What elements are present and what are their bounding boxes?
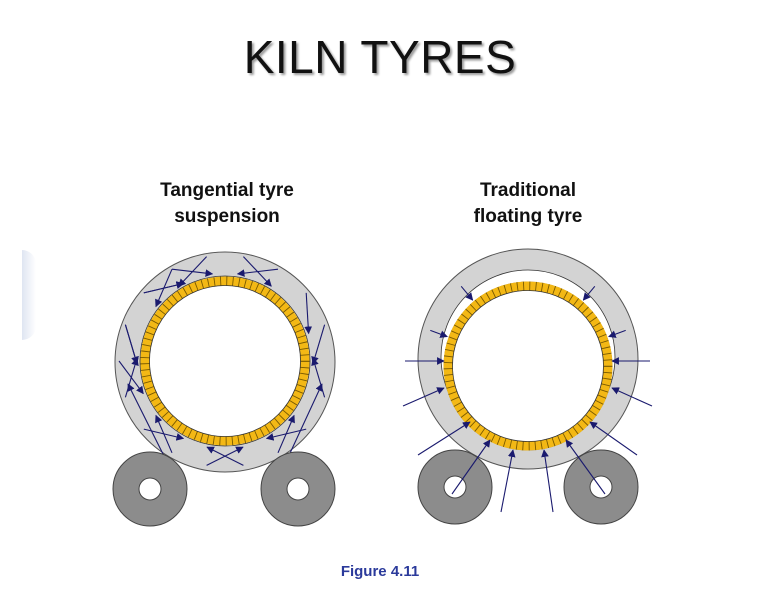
tangential-arrow [143, 281, 185, 294]
radial-arrow [500, 449, 516, 513]
radial-arrow [430, 329, 448, 338]
tangential-arrow [124, 324, 139, 365]
radial-arrow [608, 329, 626, 338]
radial-arrow [541, 449, 554, 513]
support-arrow [127, 383, 169, 465]
right-brick-joints [443, 281, 613, 451]
right-radial-arrows [402, 285, 653, 513]
tangential-arrow [155, 414, 173, 454]
left-brick-joints [140, 276, 310, 446]
tangential-arrow [206, 446, 244, 466]
radial-arrow [611, 387, 653, 407]
floating-tyre-diagram [402, 248, 653, 525]
figure-caption: Figure 4.11 [340, 563, 420, 580]
tangential-arrow [236, 268, 279, 277]
tangential-suspension-diagram [112, 251, 336, 527]
left-tangential-arrows [118, 256, 326, 466]
tangential-arrow [311, 324, 326, 365]
radial-arrow [402, 387, 445, 407]
tangential-arrow [304, 292, 313, 335]
tangential-arrow [265, 428, 307, 441]
radial-arrow [451, 439, 491, 495]
right-roller-2-hub [589, 475, 613, 499]
slide-edge-decoration [22, 250, 36, 340]
right-label-line-2: floating tyre [473, 206, 583, 227]
radial-arrow [460, 285, 474, 301]
right-diagram-label: Traditional floating tyre [413, 178, 643, 230]
left-diagram-label: Tangential tyre suspension [112, 178, 342, 230]
support-arrow [284, 383, 323, 465]
right-kiln-interior [452, 290, 604, 442]
tangential-arrow [311, 357, 326, 398]
tangential-arrow [118, 360, 144, 395]
left-roller-1-hub [138, 477, 162, 501]
radial-arrow [589, 421, 638, 456]
left-label-line-1: Tangential tyre [160, 180, 294, 201]
tangential-arrow [178, 256, 208, 287]
left-label-line-2: suspension [174, 206, 280, 227]
radial-arrow [582, 285, 596, 301]
left-roller-2-hub [286, 477, 310, 501]
radial-arrow [417, 421, 471, 456]
radial-arrow [565, 439, 606, 495]
left-kiln-interior [149, 285, 301, 437]
right-label-line-1: Traditional [479, 180, 577, 201]
page-title: KILN TYRES [243, 31, 517, 83]
